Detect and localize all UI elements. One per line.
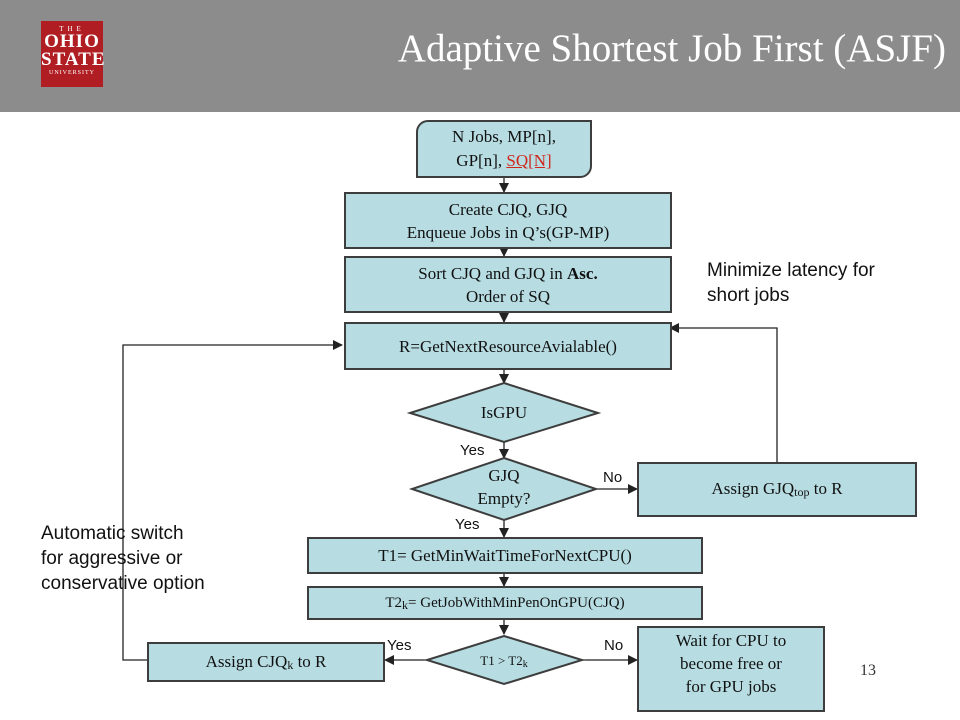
start-node: N Jobs, MP[n], GP[n], SQ[N] (416, 120, 592, 178)
yes-label-isgpu: Yes (460, 442, 485, 459)
sq-highlight: SQ[N] (506, 151, 552, 170)
slide-title: Adaptive Shortest Job First (ASJF) (397, 27, 946, 70)
yes-label-compare: Yes (387, 637, 412, 654)
get-resource-box: R=GetNextResourceAvialable() (344, 322, 672, 370)
create-queues-box: Create CJQ, GJQ Enqueue Jobs in Q’s(GP-M… (344, 192, 672, 249)
compare-label: T1 > T2k (480, 653, 528, 670)
isgpu-decision (406, 381, 602, 444)
switch-note: Automatic switch for aggressive or conse… (41, 523, 205, 594)
no-label-gjq: No (603, 469, 623, 486)
header-bar: THE OHIO STATE UNIVERSITY Adaptive Short… (0, 0, 960, 112)
compare-decision (423, 634, 586, 686)
latency-note: Minimize latency for short jobs (707, 260, 875, 306)
wait-box: Wait for CPU to become free or for GPU j… (637, 626, 825, 712)
yes-label-gjq: Yes (455, 516, 480, 533)
sort-queues-box: Sort CJQ and GJQ in Asc. Order of SQ (344, 256, 672, 313)
t1-box: T1= GetMinWaitTimeForNextCPU() (307, 537, 703, 574)
page-number: 13 (860, 662, 876, 679)
gjq-empty-label: GJQ Empty? (477, 466, 531, 508)
assign-gjq-box: Assign GJQtop to R (637, 462, 917, 517)
t2k-box: T2k= GetJobWithMinPenOnGPU(CJQ) (307, 586, 703, 620)
isgpu-label: IsGPU (480, 403, 528, 422)
no-label-compare: No (604, 637, 624, 654)
gjq-empty-decision (408, 456, 600, 522)
assign-cjq-box: Assign CJQk to R (147, 642, 385, 682)
arrow-assign-cjq-loop (122, 340, 343, 661)
arrow-assign-gjq-loop (669, 323, 778, 462)
ohio-state-logo: THE OHIO STATE UNIVERSITY (41, 21, 105, 87)
